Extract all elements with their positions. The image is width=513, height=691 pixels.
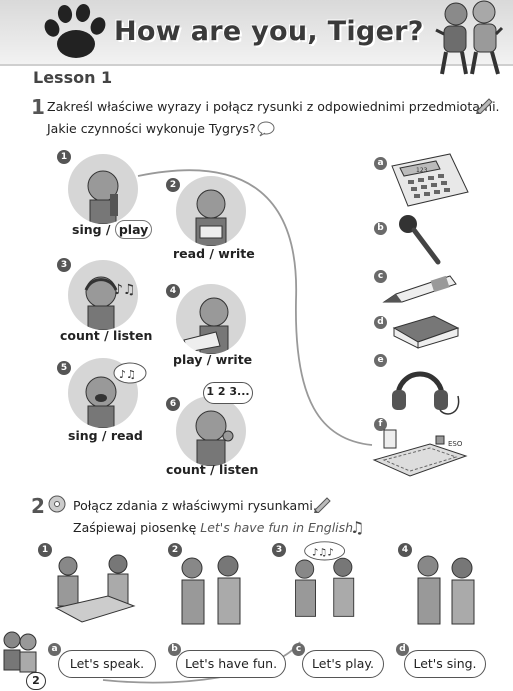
sentence-bubble-d: Let's sing. bbox=[404, 650, 486, 678]
scene-children-talking bbox=[181, 555, 241, 625]
paw-icon bbox=[44, 4, 106, 58]
scene-number: 4 bbox=[398, 543, 412, 557]
exercise-2-instruction-2: Zaśpiewaj piosenkę Let's have fun in Eng… bbox=[73, 516, 357, 539]
tiger-picture-1 bbox=[68, 154, 138, 224]
pencil-icon bbox=[314, 497, 331, 513]
page-number: 2 bbox=[26, 672, 46, 690]
caption-option: sing / bbox=[72, 222, 111, 237]
scene-children-playing-game bbox=[54, 554, 136, 623]
sentence-bubble-a: Let's speak. bbox=[58, 650, 156, 678]
kids-corner-illustration bbox=[3, 631, 37, 673]
speech-bubble-icon bbox=[257, 121, 275, 137]
sentence-letter: a bbox=[48, 643, 61, 656]
picture-number: 4 bbox=[166, 284, 180, 298]
tiger-picture-3 bbox=[68, 260, 138, 330]
picture-number: 6 bbox=[166, 397, 180, 411]
object-letter: f bbox=[374, 418, 387, 431]
picture-caption-6: count / listen bbox=[166, 462, 259, 477]
kids-illustration bbox=[435, 0, 504, 75]
circled-answer: play bbox=[114, 220, 153, 239]
singing-notes-bubble-icon: ♪♫ bbox=[113, 362, 147, 384]
exercise-2-instruction-1: Połącz zdania z właściwymi rysunkami. bbox=[73, 498, 317, 513]
object-letter: c bbox=[374, 270, 387, 283]
calculator-display: 123 bbox=[416, 167, 428, 174]
scene-number: 2 bbox=[168, 543, 182, 557]
picture-number: 5 bbox=[57, 361, 71, 375]
picture-caption-5: sing / read bbox=[68, 428, 143, 443]
object-letter: e bbox=[374, 354, 387, 367]
calculator-icon: 123 bbox=[391, 153, 469, 207]
book-icon bbox=[392, 315, 460, 349]
sentence-letter: d bbox=[396, 643, 409, 656]
picture-number: 2 bbox=[166, 178, 180, 192]
svg-text:♪♫♪: ♪♫♪ bbox=[312, 547, 334, 558]
microphone-icon bbox=[399, 215, 441, 265]
sentence-letter: c bbox=[292, 643, 305, 656]
svg-text:♪♫: ♪♫ bbox=[114, 282, 136, 298]
picture-caption-4: play / write bbox=[173, 352, 253, 367]
cd-audio-icon bbox=[48, 495, 66, 513]
song-title: Let's have fun in English. bbox=[200, 520, 358, 535]
pencil-icon bbox=[476, 98, 493, 114]
object-letter: d bbox=[374, 316, 387, 329]
page-title: How are you, Tiger? bbox=[114, 16, 424, 47]
picture-caption-1: sing / play bbox=[72, 220, 153, 239]
sentence-letter: b bbox=[168, 643, 181, 656]
scene-number: 3 bbox=[272, 543, 286, 557]
scene-children-laughing bbox=[417, 555, 475, 625]
picture-number: 3 bbox=[57, 258, 71, 272]
picture-number: 1 bbox=[57, 150, 71, 164]
sentence-bubble-c: Let's play. bbox=[302, 650, 384, 678]
sentence-bubble-b: Let's have fun. bbox=[176, 650, 286, 678]
exercise-1-instruction-1: Zakreśl właściwe wyrazy i połącz rysunki… bbox=[47, 99, 500, 114]
exercise-1-instruction-2: Jakie czynności wykonuje Tygrys? bbox=[47, 121, 256, 136]
svg-text:♪♫: ♪♫ bbox=[119, 368, 136, 381]
svg-text:♫: ♫ bbox=[350, 518, 364, 537]
object-letter: b bbox=[374, 222, 387, 235]
tiger-picture-2 bbox=[176, 176, 246, 246]
exercise-2-number: 2 bbox=[31, 494, 45, 518]
headphones-icon bbox=[392, 371, 460, 415]
tiger-picture-4 bbox=[176, 284, 246, 354]
music-notes-icon: ♪♫ bbox=[114, 282, 136, 298]
music-note-icon: ♫ bbox=[350, 518, 364, 537]
exercise-1-number: 1 bbox=[31, 95, 45, 119]
tiger-picture-6 bbox=[176, 396, 246, 466]
instruction-text: Zaśpiewaj piosenkę bbox=[73, 520, 201, 535]
picture-caption-3: count / listen bbox=[60, 328, 153, 343]
lesson-heading: Lesson 1 bbox=[33, 68, 113, 87]
svg-text:ESO: ESO bbox=[448, 440, 463, 448]
board-game-icon: ESO bbox=[372, 429, 468, 477]
pen-icon bbox=[382, 275, 457, 303]
scene-children-singing: ♪♫♪ bbox=[295, 541, 355, 617]
scene-number: 1 bbox=[38, 543, 52, 557]
picture-caption-2: read / write bbox=[173, 246, 255, 261]
object-letter: a bbox=[374, 157, 387, 170]
counting-bubble: 1 2 3... bbox=[203, 382, 253, 404]
